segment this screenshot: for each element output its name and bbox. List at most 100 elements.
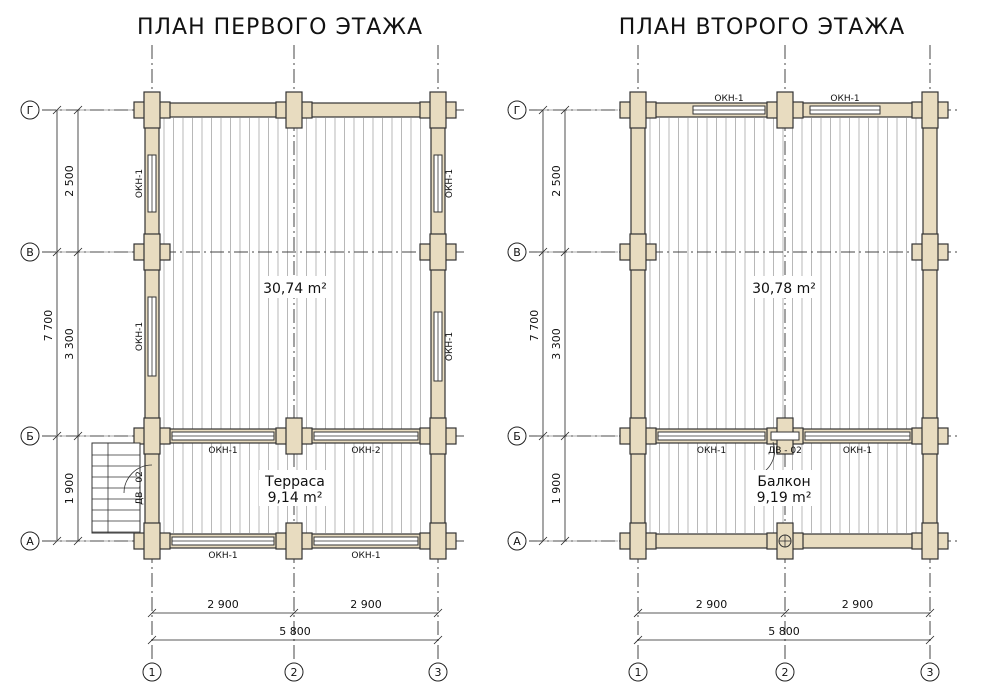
row-axis-label: В [513, 246, 521, 259]
dim-label-part: 2 900 [696, 598, 728, 611]
door-label: ДВ - 02 [768, 446, 802, 456]
log-end-v [921, 91, 939, 129]
floor-boards [163, 118, 421, 533]
col-axis-circle [775, 662, 795, 682]
dim-tick [925, 608, 935, 618]
row-axis-label: В [26, 246, 34, 259]
log-end-v [143, 522, 161, 560]
log-end-v [143, 417, 161, 455]
main-room-area: 30,74 m² [263, 281, 327, 297]
window-label: ОКН-1 [208, 446, 237, 456]
door-group: ДВ - 02 [91, 442, 153, 534]
dim-label-part: 1 900 [63, 473, 76, 505]
window-label: ОКН-1 [697, 446, 726, 456]
log-end-v [629, 522, 647, 560]
col-axis-label: 1 [149, 666, 156, 679]
dim-tick [633, 608, 643, 618]
secondary-room-name: Балкон [757, 474, 810, 490]
col-axis-label: 2 [782, 666, 789, 679]
dim-label-part: 2 500 [63, 165, 76, 197]
window-label: ОКН-1 [445, 169, 455, 198]
row-axis-label: А [513, 535, 521, 548]
wall-left [630, 102, 646, 549]
room-label-bg [261, 276, 329, 298]
door-group: ДВ - 02 [754, 431, 802, 548]
row-axis-label: Г [514, 104, 521, 117]
row-axis-circle [20, 100, 40, 120]
window-label: ОКН-1 [351, 551, 380, 561]
dim-tick [147, 608, 157, 618]
door-swing [123, 464, 153, 494]
axis-grid [42, 45, 468, 660]
col-axis-circle [628, 662, 648, 682]
row-axis-label: Б [513, 430, 521, 443]
room-label-bg [748, 470, 820, 506]
log-end-v [429, 233, 447, 271]
log-end-v [429, 522, 447, 560]
stairs [91, 442, 141, 534]
col-axis-label: 3 [435, 666, 442, 679]
col-axis-circle [920, 662, 940, 682]
horizontal-dimensions: 2 900 2 900 5 800 [633, 598, 935, 645]
window-label: ОКН-1 [208, 551, 237, 561]
dim-tick [433, 635, 443, 645]
secondary-room-name: Терраса [264, 474, 325, 490]
log-end-v [285, 91, 303, 129]
axis-grid [529, 45, 960, 660]
col-axis-label: 3 [927, 666, 934, 679]
wall-right [922, 102, 938, 549]
window-label: ОКН-1 [714, 94, 743, 104]
dim-label-part: 3 300 [63, 328, 76, 360]
dim-label-part: 2 900 [350, 598, 382, 611]
plan-title: ПЛАН ПЕРВОГО ЭТАЖА [137, 15, 423, 40]
row-axis-circle [507, 426, 527, 446]
dim-label-total: 5 800 [279, 625, 311, 638]
row-axis-label: Г [27, 104, 34, 117]
row-axis-circle [20, 426, 40, 446]
window-label: ОКН-1 [135, 322, 145, 351]
log-end-v [629, 91, 647, 129]
dim-tick [433, 608, 443, 618]
row-axis-markers: Г В Б А [507, 100, 527, 551]
row-axis-circle [20, 531, 40, 551]
row-axis-circle [507, 100, 527, 120]
log-end-v [143, 233, 161, 271]
row-axis-label: А [26, 535, 34, 548]
dim-tick [925, 635, 935, 645]
dim-label-part: 1 900 [550, 473, 563, 505]
dim-tick [289, 608, 299, 618]
dim-label-total: 5 800 [768, 625, 800, 638]
window-label: ОКН-1 [135, 169, 145, 198]
log-end-v [429, 91, 447, 129]
door-label: ДВ - 02 [135, 471, 145, 505]
log-end-v [921, 522, 939, 560]
log-end-v [921, 417, 939, 455]
log-end-v [285, 522, 303, 560]
log-end-v [629, 417, 647, 455]
dim-label-part: 2 500 [550, 165, 563, 197]
vertical-dimensions: 2 500 3 300 1 900 7 700 [528, 105, 618, 546]
log-end-v [629, 233, 647, 271]
log-end-v [776, 91, 794, 129]
row-axis-label: Б [26, 430, 34, 443]
floor-boards [649, 118, 917, 533]
dim-label-total: 7 700 [528, 310, 541, 342]
col-axis-circle [428, 662, 448, 682]
dim-label-part: 3 300 [550, 328, 563, 360]
dim-label-part: 2 900 [842, 598, 874, 611]
dim-tick [147, 635, 157, 645]
main-room-area: 30,78 m² [752, 281, 816, 297]
plan-title: ПЛАН ВТОРОГО ЭТАЖА [619, 15, 905, 40]
dim-tick [780, 608, 790, 618]
